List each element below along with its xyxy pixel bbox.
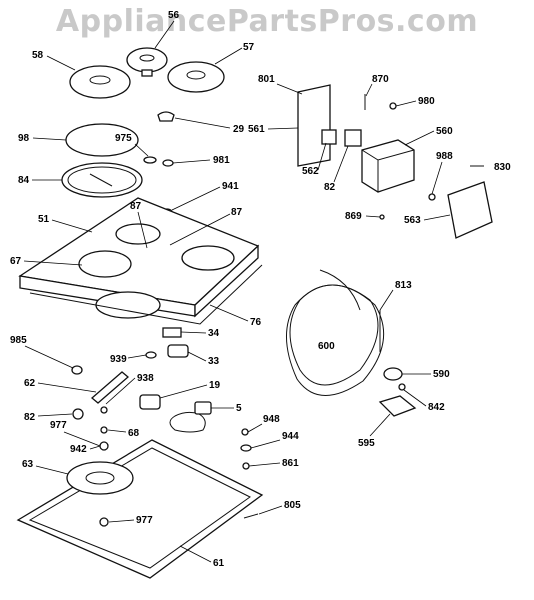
label-68: 68 [128,428,140,439]
label-87-right: 87 [231,207,243,218]
cooktop-51 [18,197,260,319]
label-5: 5 [236,403,242,414]
label-590: 590 [433,369,450,380]
callouts: 56 58 57 98 975 29 981 84 941 87 87 51 6… [10,10,511,569]
label-948: 948 [263,414,280,425]
label-975: 975 [115,133,132,144]
electrical-assembly [297,84,493,239]
label-84: 84 [18,175,30,186]
label-58: 58 [32,50,44,61]
label-938: 938 [137,373,154,384]
drip-ring-84 [61,162,143,198]
label-830: 830 [494,162,511,173]
label-33: 33 [208,356,220,367]
label-82-right: 82 [324,182,336,193]
label-61: 61 [213,558,225,569]
label-560: 560 [436,126,453,137]
base-pan-61 [16,439,264,579]
label-29: 29 [233,124,245,135]
label-861: 861 [282,458,299,469]
label-56: 56 [168,10,180,21]
label-563: 563 [404,215,421,226]
label-87-left: 87 [130,201,142,212]
bracket-595 [378,367,417,417]
label-842: 842 [428,402,445,413]
label-988: 988 [436,151,453,162]
label-939: 939 [110,354,127,365]
label-51: 51 [38,214,50,225]
wire-harness-600 [286,269,385,396]
burner-56 [126,47,168,77]
control-components [71,327,212,451]
label-981: 981 [213,155,230,166]
label-944: 944 [282,431,299,442]
label-82-left: 82 [24,412,36,423]
label-561: 561 [248,124,265,135]
label-67: 67 [10,256,22,267]
label-76: 76 [250,317,262,328]
label-869: 869 [345,211,362,222]
burner-58 [69,65,131,99]
frame-76 [29,264,263,325]
label-942: 942 [70,444,87,455]
label-977-lower: 977 [136,515,153,526]
label-562: 562 [302,166,319,177]
label-62: 62 [24,378,36,389]
label-600: 600 [318,341,335,352]
label-985: 985 [10,335,27,346]
label-34: 34 [208,328,220,339]
label-977-upper: 977 [50,420,67,431]
label-870: 870 [372,74,389,85]
watermark: AppliancePartsPros.com [55,4,479,39]
label-595: 595 [358,438,375,449]
label-19: 19 [209,380,221,391]
label-813: 813 [395,280,412,291]
label-63: 63 [22,459,34,470]
label-980: 980 [418,96,435,107]
label-805: 805 [284,500,301,511]
label-941: 941 [222,181,239,192]
label-57: 57 [243,42,255,53]
label-98: 98 [18,133,30,144]
label-801: 801 [258,74,275,85]
burner-57 [167,61,225,93]
